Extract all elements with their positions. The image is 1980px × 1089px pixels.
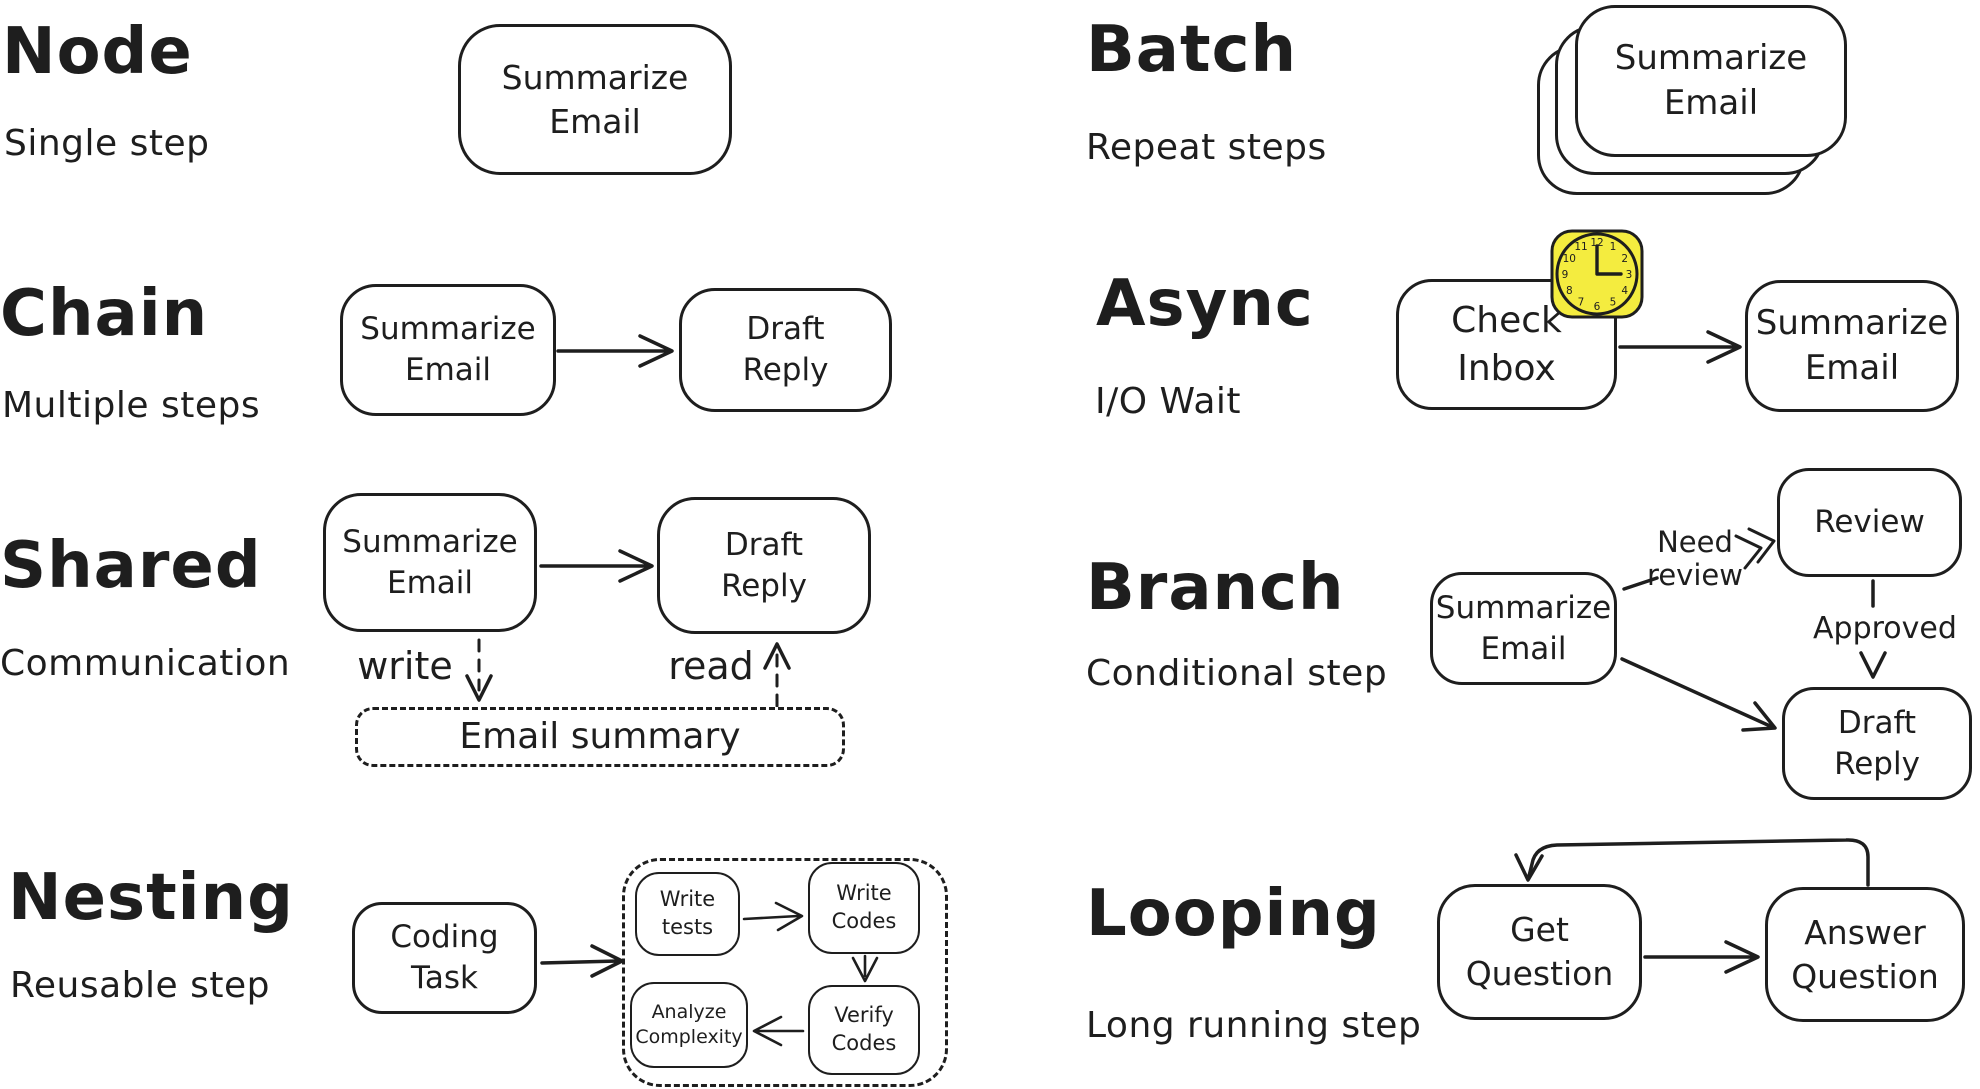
section-subtitle-node: Single step (4, 123, 210, 164)
branch-box-draft-reply: Draft Reply (1782, 687, 1972, 800)
nesting-verify-to-analyze-arrow (752, 1015, 805, 1047)
svg-text:3: 3 (1626, 269, 1633, 281)
svg-text:5: 5 (1610, 297, 1617, 309)
section-subtitle-batch: Repeat steps (1086, 127, 1327, 168)
branch-need-review-arrowhead (1734, 527, 1776, 570)
chain-box-draft-reply: Draft Reply (679, 288, 892, 412)
nesting-box-write-tests: Write tests (635, 872, 740, 956)
svg-text:4: 4 (1621, 285, 1628, 297)
batch-card-front-summarize-email: Summarize Email (1575, 5, 1847, 157)
looping-arrow (1643, 940, 1760, 974)
svg-text:12: 12 (1590, 237, 1603, 249)
branch-diagonal-arrow (1620, 657, 1777, 732)
section-subtitle-chain: Multiple steps (2, 385, 261, 426)
shared-read-arrowhead (763, 642, 791, 670)
shared-write-label: write (357, 644, 453, 688)
svg-text:11: 11 (1574, 241, 1587, 253)
looping-back-edge (1527, 838, 1870, 887)
branch-approved-arrowhead (1859, 651, 1887, 679)
clock-hands (1595, 244, 1623, 276)
svg-text:10: 10 (1563, 253, 1576, 265)
branch-box-summarize-email: Summarize Email (1430, 572, 1617, 685)
svg-text:6: 6 (1594, 301, 1601, 313)
shared-box-email-summary: Email summary (355, 707, 845, 767)
branch-need-review-label: Need review (1647, 525, 1743, 593)
chain-arrow (556, 334, 674, 368)
nesting-box-verify-codes: Verify Codes (808, 985, 920, 1075)
section-title-chain: Chain (0, 277, 209, 351)
section-subtitle-branch: Conditional step (1086, 653, 1388, 694)
async-box-summarize-email: Summarize Email (1745, 280, 1959, 412)
branch-approved-label: Approved (1813, 611, 1957, 646)
branch-box-review: Review (1777, 468, 1962, 577)
svg-text:9: 9 (1562, 269, 1569, 281)
section-title-branch: Branch (1086, 551, 1345, 625)
looping-box-answer-question: Answer Question (1765, 887, 1965, 1022)
section-title-batch: Batch (1086, 13, 1298, 87)
nesting-subflow-frame (622, 858, 948, 1087)
shared-write-arrowhead (465, 674, 493, 702)
svg-text:8: 8 (1566, 285, 1573, 297)
shared-box-summarize-email: Summarize Email (323, 493, 537, 632)
looping-box-get-question: Get Question (1437, 884, 1642, 1020)
section-subtitle-async: I/O Wait (1095, 381, 1241, 422)
shared-read-label: read (668, 644, 754, 688)
section-title-shared: Shared (0, 529, 262, 603)
section-subtitle-nesting: Reusable step (10, 965, 270, 1006)
section-subtitle-shared: Communication (0, 643, 291, 684)
svg-text:1: 1 (1610, 241, 1617, 253)
nesting-tests-to-codes-arrow (742, 901, 804, 932)
nesting-box-write-codes: Write Codes (808, 862, 920, 954)
chain-box-summarize-email: Summarize Email (340, 284, 556, 416)
async-arrow (1618, 330, 1742, 364)
shared-arrow (539, 549, 654, 583)
section-subtitle-looping: Long running step (1086, 1005, 1422, 1046)
svg-text:7: 7 (1578, 297, 1585, 309)
nesting-box-coding-task: Coding Task (352, 902, 537, 1014)
node-box-summarize-email: Summarize Email (458, 24, 732, 175)
svg-text:2: 2 (1621, 253, 1628, 265)
shared-box-draft-reply: Draft Reply (657, 497, 871, 634)
section-title-nesting: Nesting (8, 861, 294, 935)
section-title-async: Async (1096, 267, 1314, 341)
nesting-box-analyze-complexity: Analyze Complexity (630, 982, 748, 1068)
branch-need-review-dash (1622, 576, 1659, 591)
section-title-node: Node (2, 15, 193, 89)
nesting-codes-to-verify-arrow (851, 954, 879, 983)
looping-back-arrowhead (1514, 853, 1544, 882)
nesting-arrow (540, 944, 624, 978)
section-title-looping: Looping (1086, 877, 1381, 951)
